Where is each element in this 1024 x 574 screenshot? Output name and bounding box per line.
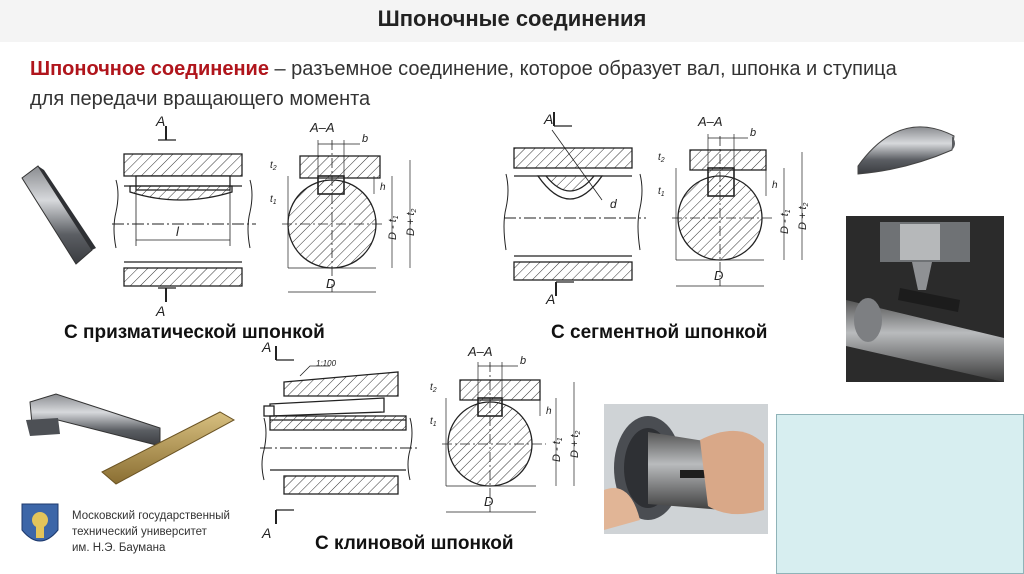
svg-text:h: h: [772, 180, 778, 191]
length-label: l: [176, 224, 180, 239]
svg-text:b: b: [362, 133, 368, 145]
caption-wedge-key: С клиновой шпонкой: [315, 533, 514, 554]
svg-text:D: D: [714, 268, 723, 283]
university-line-2: технический университет: [72, 526, 207, 538]
svg-text:d: d: [610, 197, 617, 211]
prismatic-key-longitudinal-drawing: l A A: [112, 113, 256, 319]
wedge-key-longitudinal-drawing: 1:100 A A: [260, 339, 420, 541]
svg-text:h: h: [546, 406, 552, 417]
milling-photo: [846, 216, 1004, 382]
svg-text:A: A: [545, 291, 555, 307]
svg-text:D + t2: D + t2: [797, 202, 810, 230]
prismatic-key-section-drawing: A–A b t2 t1 h D - t1 D + t2 D: [270, 120, 418, 293]
segment-key-longitudinal-drawing: d A A: [503, 111, 646, 307]
caption-prismatic-key: С призматической шпонкой: [64, 322, 325, 343]
university-emblem: [21, 503, 59, 542]
svg-text:b: b: [750, 127, 756, 139]
svg-text:D - t1: D - t1: [387, 215, 400, 240]
wedge-key-section-drawing: A–A b t2 t1 h D - t1 D + t2 D: [430, 344, 582, 513]
svg-text:t2: t2: [658, 152, 665, 164]
svg-text:t1: t1: [270, 194, 277, 206]
definition-rest: – разъемное соединение, которое образует…: [30, 58, 897, 110]
svg-text:D: D: [484, 494, 493, 509]
svg-text:t2: t2: [270, 160, 277, 172]
svg-text:D - t1: D - t1: [779, 209, 792, 234]
svg-text:D - t1: D - t1: [551, 437, 564, 462]
svg-text:t1: t1: [430, 416, 437, 428]
svg-text:t1: t1: [658, 186, 665, 198]
svg-text:b: b: [520, 355, 526, 367]
svg-text:D: D: [326, 276, 335, 291]
title-band: [0, 0, 1024, 42]
definition-text: Шпоночное соединение – разъемное соедине…: [30, 54, 910, 114]
gear-assembly-photo: [604, 404, 768, 534]
svg-text:A: A: [261, 339, 271, 355]
svg-text:A: A: [155, 303, 165, 319]
university-line-3: им. Н.Э. Баумана: [72, 542, 166, 554]
info-panel: [776, 414, 1024, 574]
svg-text:t2: t2: [430, 382, 437, 394]
svg-text:A: A: [543, 111, 553, 127]
svg-text:A–A: A–A: [467, 344, 493, 359]
svg-text:D + t2: D + t2: [405, 208, 418, 236]
svg-text:A: A: [261, 525, 271, 541]
prismatic-key-photo: [21, 165, 96, 265]
svg-text:A: A: [155, 113, 165, 129]
slide-title: Шпоночные соединения: [377, 6, 647, 31]
svg-text:h: h: [380, 182, 386, 193]
caption-segment-key: С сегментной шпонкой: [551, 322, 768, 343]
svg-text:A–A: A–A: [309, 120, 335, 135]
svg-text:D + t2: D + t2: [569, 430, 582, 458]
university-line-1: Московский государственный: [72, 510, 230, 522]
slope-label: 1:100: [316, 359, 337, 368]
segment-key-photo: [857, 126, 955, 175]
svg-text:A–A: A–A: [697, 114, 723, 129]
university-name: Московский государственный технический у…: [72, 508, 230, 556]
wedge-key-photo: [26, 393, 236, 485]
definition-term: Шпоночное соединение: [30, 58, 269, 80]
segment-key-section-drawing: A–A b t2 t1 h D - t1 D + t2 D: [658, 114, 810, 287]
